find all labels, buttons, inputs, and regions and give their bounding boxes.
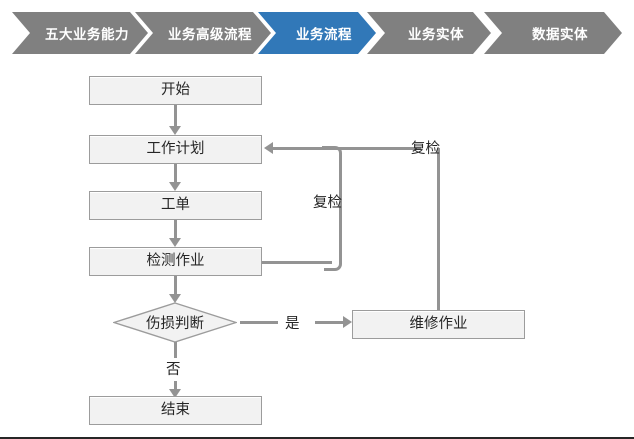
connector-decision-to-repair: [315, 321, 345, 324]
node-end[interactable]: 结束: [89, 396, 262, 425]
node-work-order[interactable]: 工单: [89, 191, 262, 220]
node-work-order-label: 工单: [161, 197, 190, 214]
arrowhead-inspection-to-decision: [169, 294, 181, 303]
edge-label-recheck-outer: 复检: [411, 141, 440, 157]
connector-start-to-workplan: [174, 105, 177, 128]
breadcrumb: 五大业务能力 业务高级流程 业务流程 业务实体 数据实体: [0, 12, 634, 54]
connector-decision-yes-segment: [240, 321, 278, 324]
edge-label-yes: 是: [285, 316, 300, 332]
node-inspection-label: 检测作业: [146, 253, 205, 270]
connector-recheck-inner-corner: [324, 253, 342, 271]
breadcrumb-step-1-label: 五大业务能力: [45, 27, 129, 43]
node-start-label: 开始: [161, 82, 190, 99]
connector-decision-no-upper: [174, 342, 177, 358]
node-inspection[interactable]: 检测作业: [89, 247, 262, 276]
node-end-label: 结束: [161, 402, 190, 419]
node-repair[interactable]: 维修作业: [352, 310, 525, 339]
connector-recheck-horizontal-to-workplan: [273, 147, 421, 150]
arrowhead-recheck-to-workplan: [264, 142, 273, 154]
connector-decision-no-lower: [174, 381, 177, 391]
node-damage-decision[interactable]: 伤损判断: [113, 302, 237, 343]
edge-label-no: 否: [166, 362, 181, 378]
connector-workorder-to-inspection: [174, 220, 177, 240]
connector-recheck-inner-vertical: [339, 160, 342, 260]
node-start[interactable]: 开始: [89, 76, 262, 105]
arrowhead-workplan-to-workorder: [169, 182, 181, 191]
breadcrumb-step-5[interactable]: 数据实体: [484, 12, 622, 54]
breadcrumb-step-3-label: 业务流程: [296, 27, 352, 43]
node-work-plan-label: 工作计划: [146, 141, 205, 158]
breadcrumb-step-1[interactable]: 五大业务能力: [12, 12, 148, 54]
breadcrumb-step-3[interactable]: 业务流程: [258, 12, 376, 54]
arrowhead-decision-to-repair: [343, 316, 352, 328]
node-repair-label: 维修作业: [409, 316, 468, 333]
connector-workplan-to-workorder: [174, 164, 177, 184]
connector-recheck-outer-vertical: [437, 148, 440, 311]
connector-inspection-to-decision: [174, 276, 177, 296]
breadcrumb-step-4[interactable]: 业务实体: [367, 12, 491, 54]
node-work-plan[interactable]: 工作计划: [89, 135, 262, 164]
breadcrumb-step-2[interactable]: 业务高级流程: [135, 12, 271, 54]
connector-recheck-inner-horizontal: [262, 261, 332, 264]
node-damage-decision-label: 伤损判断: [146, 316, 204, 332]
arrowhead-start-to-workplan: [169, 126, 181, 135]
arrowhead-no-to-end: [169, 389, 181, 398]
breadcrumb-step-5-label: 数据实体: [532, 27, 588, 43]
breadcrumb-step-4-label: 业务实体: [408, 27, 464, 43]
breadcrumb-step-2-label: 业务高级流程: [168, 27, 252, 43]
edge-label-recheck-inner: 复检: [313, 195, 342, 211]
arrowhead-workorder-to-inspection: [169, 238, 181, 247]
